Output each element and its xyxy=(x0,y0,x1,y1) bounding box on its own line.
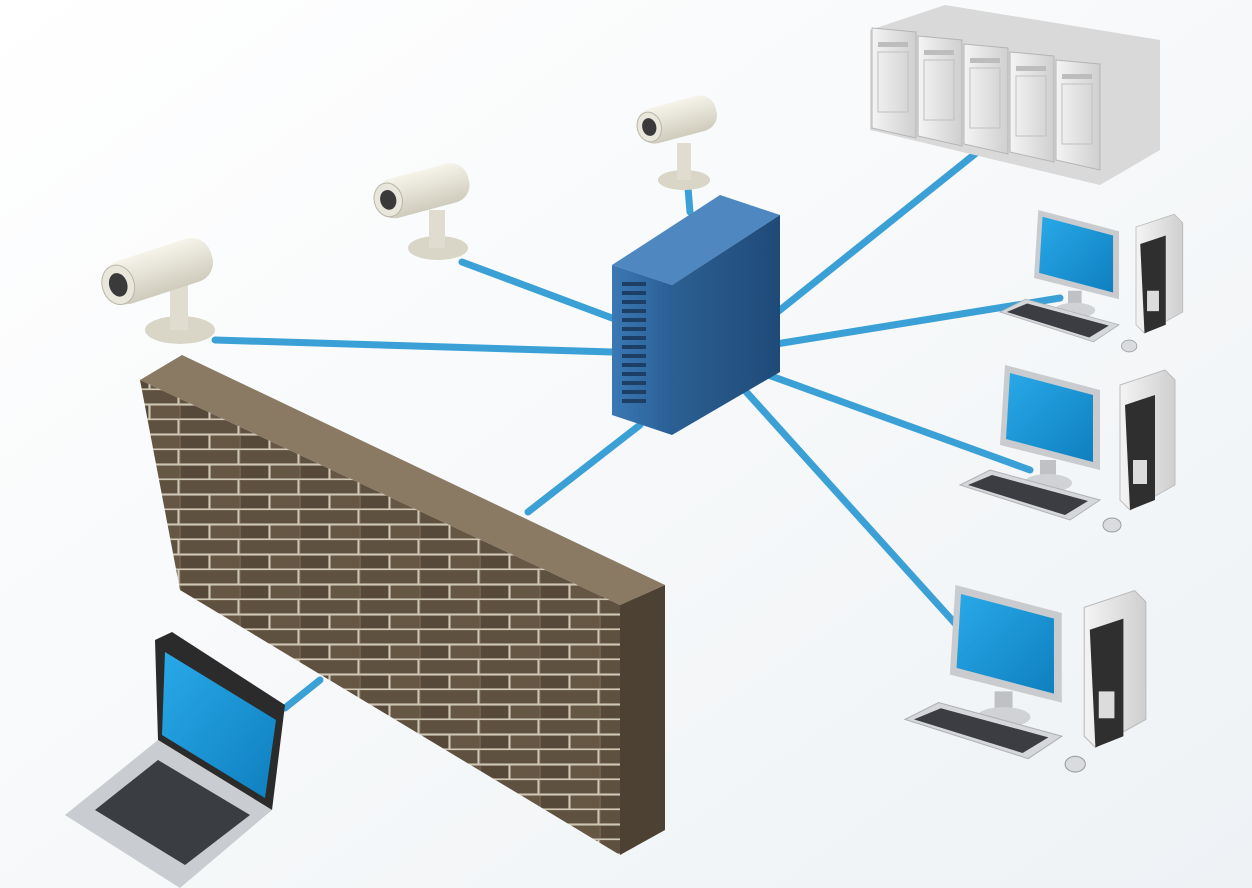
rack-unit xyxy=(871,27,917,139)
monitor-screen xyxy=(1006,373,1093,462)
cable-camera-2 xyxy=(458,258,616,322)
cable-camera-1 xyxy=(211,336,616,356)
camera-1 xyxy=(101,237,215,344)
rack-unit xyxy=(963,43,1009,155)
server-vent xyxy=(622,381,646,385)
cable-server-rack xyxy=(766,146,984,322)
server-rack xyxy=(870,5,1160,185)
cable-camera-3 xyxy=(684,184,694,216)
server-vent xyxy=(622,363,646,367)
camera-3 xyxy=(636,95,717,190)
server-vent xyxy=(622,390,646,394)
server-vent xyxy=(622,354,646,358)
cable-firewall xyxy=(524,421,644,516)
server-vent xyxy=(622,327,646,331)
workstation-2 xyxy=(958,365,1176,533)
cable-laptop xyxy=(281,676,324,712)
workstation-1 xyxy=(998,210,1184,353)
server-vent xyxy=(622,318,646,322)
cable-group xyxy=(211,146,1064,712)
firewall-wall xyxy=(140,355,665,855)
server-vent xyxy=(622,300,646,304)
server-vent xyxy=(622,291,646,295)
camera-2 xyxy=(373,163,470,260)
central-server xyxy=(612,195,780,435)
server-vent xyxy=(622,345,646,349)
cable-workstation-2 xyxy=(756,368,1034,474)
rack-unit xyxy=(1055,59,1101,171)
cable-workstation-3 xyxy=(736,381,974,644)
server-vent xyxy=(622,282,646,286)
workstation-3 xyxy=(903,585,1147,773)
server-vent xyxy=(622,372,646,376)
server-vent xyxy=(622,336,646,340)
laptop xyxy=(65,632,285,888)
rack-unit xyxy=(917,35,963,147)
monitor-screen xyxy=(956,593,1054,694)
monitor-screen xyxy=(1039,216,1114,293)
rack-unit xyxy=(1009,51,1055,163)
server-vent xyxy=(622,399,646,403)
server-vent xyxy=(622,309,646,313)
